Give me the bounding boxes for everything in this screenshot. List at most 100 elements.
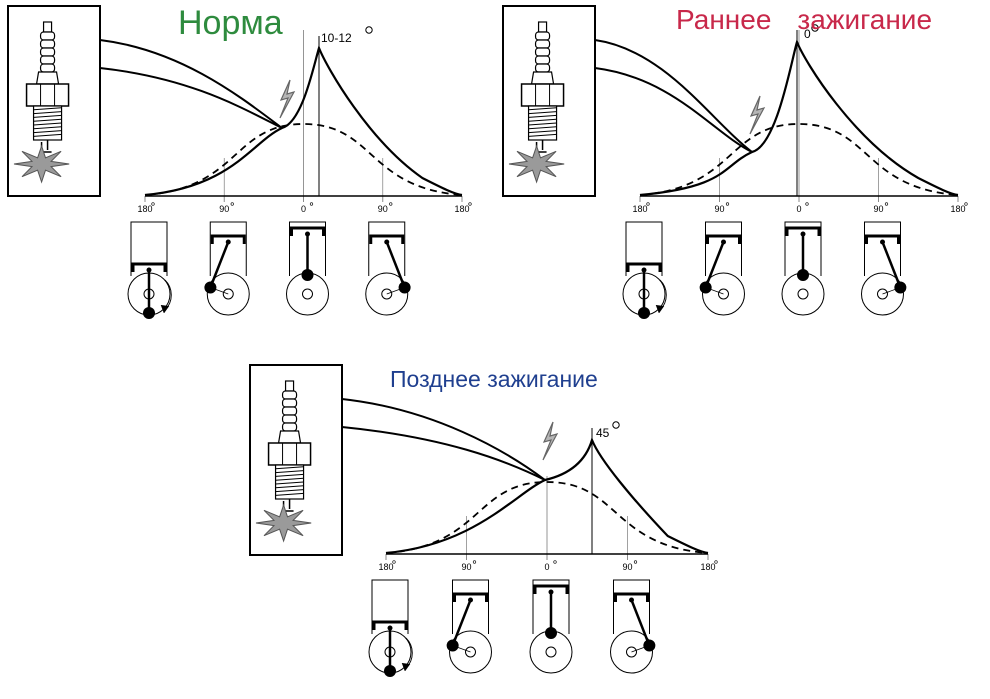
compression-curve-dashed: [385, 481, 709, 554]
axis-tick-label: 90: [873, 204, 883, 214]
plug-thread-line: [33, 118, 62, 122]
compression-curve-dashed: [144, 123, 463, 196]
wrist-pin: [387, 625, 393, 631]
peak-label-norm: 10-12: [321, 31, 352, 45]
spark-burst-icon: [508, 144, 565, 184]
plug-thread-line: [33, 114, 62, 118]
connecting-rod: [630, 599, 651, 646]
plug-thread-line: [275, 473, 304, 477]
title-late: Позднее зажигание: [390, 366, 598, 392]
plug-thread-line: [275, 470, 304, 474]
lightning-icon: [749, 95, 766, 135]
plug-thread-line: [33, 126, 62, 130]
piston-crown: [453, 592, 488, 602]
axis-tick-label: 0: [301, 204, 306, 214]
wrist-pin: [384, 239, 390, 245]
plug-thread-line: [528, 122, 557, 126]
plug-rib: [534, 63, 551, 73]
wire-upper: [99, 39, 283, 129]
cylinder-wall: [784, 221, 822, 276]
spark-burst-icon: [255, 503, 312, 543]
plug-body: [35, 71, 60, 85]
crank-arm: [452, 645, 471, 653]
degree-mark: [714, 560, 718, 564]
plug-thread-line: [528, 126, 557, 130]
piston-crank-icon: [699, 221, 745, 316]
crank-pin: [545, 627, 557, 639]
axis-tick-label: 0: [544, 562, 549, 572]
piston-crown: [533, 584, 569, 594]
plug-thread-line: [33, 122, 62, 126]
plug-rib: [534, 55, 551, 65]
plug-thread-line: [33, 111, 62, 115]
plug-rib: [39, 47, 56, 57]
plug-thread-line: [275, 477, 304, 481]
plug-thread-line: [275, 489, 304, 493]
cylinder-wall: [613, 579, 650, 634]
plug-terminal: [284, 380, 295, 392]
connecting-rod: [881, 241, 902, 288]
plug-rib: [534, 47, 551, 57]
crank-hub: [302, 288, 313, 300]
axis-tick-label: 180: [137, 204, 152, 214]
piston-crank-icon: [446, 579, 492, 674]
degree-mark: [646, 202, 650, 206]
connecting-rod: [209, 241, 230, 288]
axis-tick-label: 90: [622, 562, 632, 572]
plug-rib: [534, 31, 551, 41]
wire-upper: [594, 39, 753, 153]
peak-label-late: 45: [596, 426, 610, 440]
wrist-pin: [641, 267, 647, 273]
piston-crown: [131, 262, 167, 272]
spark-plug-icon: [255, 380, 312, 543]
connecting-rod: [704, 241, 725, 288]
piston-crown: [706, 234, 741, 244]
axis-tick-label: 90: [378, 204, 388, 214]
degree-mark: [309, 202, 314, 206]
plug-thread-line: [275, 492, 304, 496]
crank-pin: [143, 307, 155, 319]
plug-rib: [39, 31, 56, 41]
piston-crown: [290, 226, 325, 236]
plug-thread-line: [528, 130, 557, 134]
piston-crank-icon: [610, 579, 656, 674]
crank-hub: [797, 288, 809, 300]
cylinder-wall: [452, 579, 489, 634]
degree-mark: [884, 202, 889, 206]
piston-crown: [785, 226, 821, 236]
piston-crank-icon: [781, 221, 825, 316]
rotation-arrowhead: [401, 662, 411, 672]
plug-hex-nut: [267, 442, 312, 466]
cylinder-wall: [209, 221, 247, 276]
crank-arm: [705, 287, 724, 295]
degree-mark: [389, 202, 393, 206]
peak-degree-mark: [811, 24, 819, 32]
crank-hub: [545, 646, 557, 658]
piston-crown: [369, 234, 405, 244]
axis-tick-label: 180: [454, 204, 469, 214]
connecting-rod: [451, 599, 472, 646]
cylinder-wall: [705, 221, 742, 276]
wrist-pin: [721, 239, 726, 245]
title-early-word2: зажигание: [797, 4, 933, 35]
piston-crank-icon: [365, 221, 411, 316]
crank-pin: [797, 269, 809, 281]
wire-lower: [341, 426, 546, 481]
plug-thread-line: [275, 481, 304, 485]
plug-hex-nut: [520, 83, 565, 107]
wrist-pin: [800, 231, 806, 237]
degree-mark: [964, 202, 968, 206]
degree-mark: [230, 202, 234, 206]
spark-plug-icon: [13, 21, 70, 184]
piston-crank-icon: [622, 221, 667, 319]
crank-pin: [384, 665, 396, 677]
lightning-icon: [542, 421, 559, 461]
degree-mark: [633, 560, 638, 564]
axis-tick-label: 180: [700, 562, 715, 572]
plug-thread-line: [33, 133, 62, 137]
degree-mark: [472, 560, 477, 564]
